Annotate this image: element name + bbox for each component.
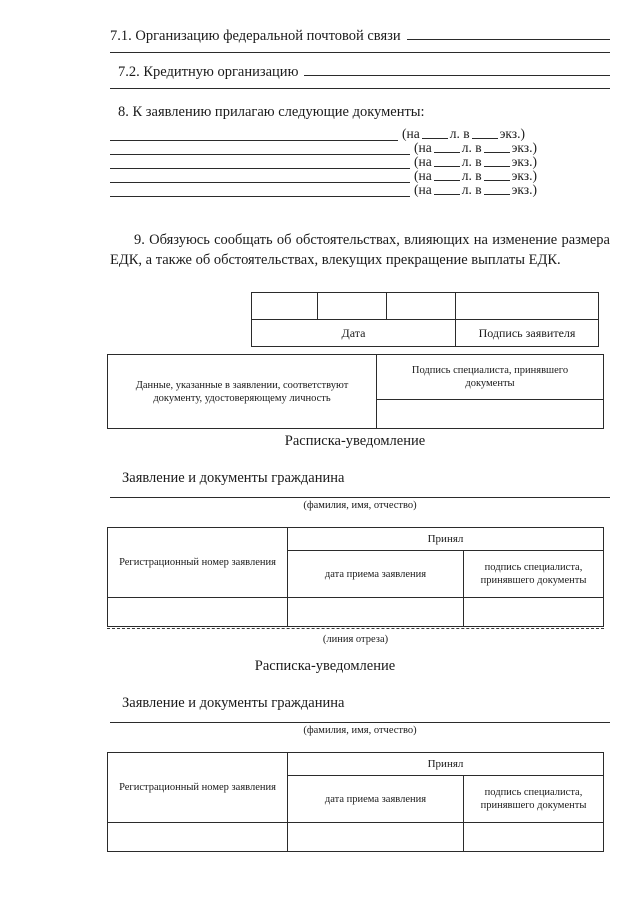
attachment-prefix: (на [414,168,432,183]
table-row: Регистрационный номер заявления Принял [107,752,604,823]
accepted-header-2: Принял [287,752,604,776]
option-7-2-underline[interactable] [110,88,610,89]
receipt-title-2: Расписка-уведомление [254,658,396,674]
option-7-2-row: 7.2. Кредитную организацию [110,62,610,89]
attachment-count-group: (на л. в экз.) [398,127,525,141]
attachment-middle: л. в [461,168,482,183]
attachment-prefix: (на [414,154,432,169]
specialist-signature-cell[interactable] [376,399,604,429]
date-month-cell[interactable] [317,292,387,320]
date-signature-table: Дата Подпись заявителя [251,292,599,347]
attachment-suffix: экз.) [511,168,537,183]
receipt-fio-caption-2: (фамилия, имя, отчество) [303,725,417,736]
attachment-suffix: экз.) [511,154,537,169]
attachment-copies-field[interactable] [483,169,510,181]
registration-number-value-1[interactable] [107,597,288,627]
registration-number-header-1: Регистрационный номер заявления [107,527,288,598]
attachment-suffix: экз.) [499,126,525,141]
attachment-row: (на л. в экз.) [110,183,610,197]
option-7-2: 7.2. Кредитную организацию [110,62,610,81]
receipt-registration-table-2: Регистрационный номер заявления Принял д… [107,752,604,852]
option-7-1: 7.1. Организацию федеральной почтовой св… [110,26,610,45]
attachment-copies-field[interactable] [483,141,510,153]
date-caption: Дата [251,319,456,347]
accepted-header-1: Принял [287,527,604,551]
attachment-count-group: (на л. в экз.) [410,155,537,169]
applicant-signature-cell[interactable] [455,292,599,320]
attachment-document-field[interactable] [110,156,410,169]
identity-verification-note: Данные, указанные в заявлении, соответст… [107,354,377,429]
attachment-count-group: (на л. в экз.) [410,169,537,183]
specialist-signature-caption: Подпись специалиста, принявшего документ… [376,354,604,400]
table-row [108,399,604,429]
attachment-document-field[interactable] [110,142,410,155]
table-row: Регистрационный номер заявления Принял [107,527,604,598]
table-row [107,597,604,627]
attachment-middle: л. в [461,154,482,169]
applicant-signature-caption: Подпись заявителя [455,319,599,347]
attachment-document-field[interactable] [110,184,410,197]
attachment-suffix: экз.) [511,140,537,155]
attachment-count-group: (на л. в экз.) [410,183,537,197]
attachment-middle: л. в [449,126,470,141]
attachment-prefix: (на [402,126,420,141]
date-day-cell[interactable] [251,292,318,320]
attachment-row: (на л. в экз.) [110,169,610,183]
registration-number-value-2[interactable] [107,822,288,852]
specialist-signature-header-1: подпись специалиста, принявшего документ… [463,550,604,598]
attachment-copies-field[interactable] [483,155,510,167]
attachment-count-group: (на л. в экз.) [410,141,537,155]
receipt-title-1: Расписка-уведомление [284,433,426,449]
option-7-1-row: 7.1. Организацию федеральной почтовой св… [110,26,610,53]
option-7-1-field[interactable] [406,26,610,40]
attachment-middle: л. в [461,182,482,197]
attachment-copies-field[interactable] [471,127,498,139]
table-row: дата приема заявления подпись специалист… [108,775,604,823]
receipt-fio-caption-1: (фамилия, имя, отчество) [303,500,417,511]
attachment-prefix: (на [414,140,432,155]
registration-number-header-2: Регистрационный номер заявления [107,752,288,823]
acceptance-date-value-2[interactable] [287,822,464,852]
specialist-signature-value-2[interactable] [463,822,604,852]
attachments-title: 8. К заявлению прилагаю следующие докуме… [118,104,425,120]
table-row: Дата Подпись заявителя [251,319,599,347]
cut-line [107,628,604,629]
attachment-suffix: экз.) [511,182,537,197]
specialist-signature-value-1[interactable] [463,597,604,627]
obligation-paragraph: 9. Обязуюсь сообщать об обстоятельствах,… [110,232,610,268]
attachment-copies-field[interactable] [483,183,510,195]
specialist-verification-table: Данные, указанные в заявлении, соответст… [107,354,604,429]
attachment-row: (на л. в экз.) [110,141,610,155]
attachment-document-field[interactable] [110,128,398,141]
attachment-sheets-field[interactable] [421,127,448,139]
option-7-2-field[interactable] [304,62,610,76]
attachments-list: (на л. в экз.) (на л. в экз.) (на л. в экз.) (… [110,127,610,197]
option-7-1-underline[interactable] [110,52,610,53]
receipt-registration-table-1: Регистрационный номер заявления Принял д… [107,527,604,627]
acceptance-date-header-2: дата приема заявления [287,775,464,823]
attachment-sheets-field[interactable] [433,141,460,153]
attachment-row: (на л. в экз.) [110,127,610,141]
receipt-subtitle-1: Заявление и документы гражданина [122,470,345,486]
receipt-subtitle-2: Заявление и документы гражданина [122,695,345,711]
specialist-signature-header-2: подпись специалиста, принявшего документ… [463,775,604,823]
cut-line-caption: (линия отреза) [322,634,389,645]
acceptance-date-header-1: дата приема заявления [287,550,464,598]
table-row [251,292,599,320]
option-7-1-label: 7.1. Организацию федеральной почтовой св… [110,28,401,44]
option-7-2-label: 7.2. Кредитную организацию [118,64,299,80]
acceptance-date-value-1[interactable] [287,597,464,627]
date-year-cell[interactable] [386,292,456,320]
table-row [107,822,604,852]
attachment-middle: л. в [461,140,482,155]
attachment-sheets-field[interactable] [433,169,460,181]
receipt-fio-field-2[interactable] [110,722,610,723]
table-row: Данные, указанные в заявлении, соответст… [107,354,604,429]
attachment-sheets-field[interactable] [433,155,460,167]
attachment-prefix: (на [414,182,432,197]
receipt-fio-field-1[interactable] [110,497,610,498]
attachment-document-field[interactable] [110,170,410,183]
attachment-row: (на л. в экз.) [110,155,610,169]
attachment-sheets-field[interactable] [433,183,460,195]
